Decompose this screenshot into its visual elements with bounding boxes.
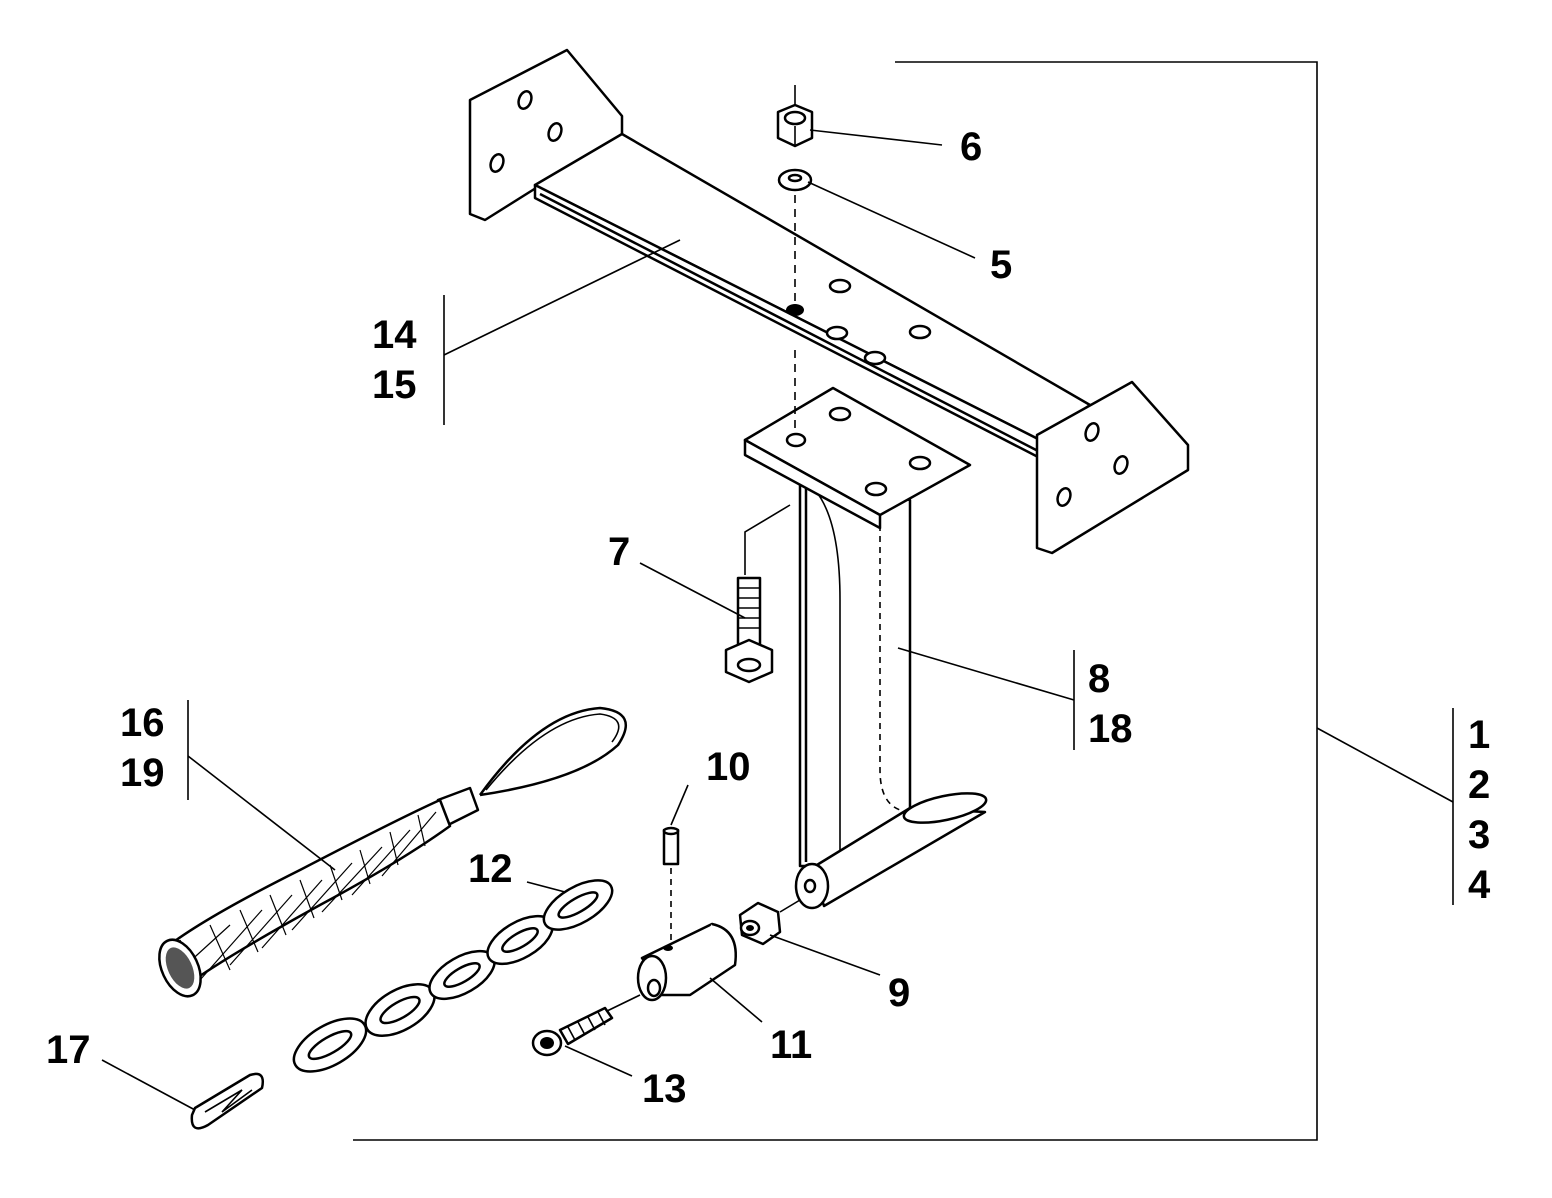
callout-13: 13 xyxy=(642,1067,687,1111)
callout-11: 11 xyxy=(770,1023,812,1067)
callout-1: 1 xyxy=(1468,713,1490,757)
callout-17: 17 xyxy=(46,1028,91,1072)
callout-16: 16 xyxy=(120,701,165,745)
callout-8: 8 xyxy=(1088,657,1110,701)
leader-lines xyxy=(101,129,1454,1111)
cross-beam xyxy=(468,48,1190,555)
callout-5: 5 xyxy=(990,243,1012,287)
callout-12: 12 xyxy=(468,847,513,891)
callout-9: 9 xyxy=(888,971,910,1015)
s-clip xyxy=(190,1072,264,1130)
callout-4: 4 xyxy=(1468,863,1491,907)
callout-2: 2 xyxy=(1468,763,1490,807)
pin xyxy=(662,826,680,948)
chain xyxy=(292,879,614,1073)
callout-19: 19 xyxy=(120,751,165,795)
callout-10: 10 xyxy=(706,745,751,789)
stand-post xyxy=(743,386,988,910)
callouts: 1 2 3 4 5 6 7 8 9 10 11 12 13 14 15 16 1… xyxy=(46,125,1491,1111)
bolt xyxy=(724,504,791,684)
lock-nut xyxy=(738,899,801,946)
callout-15: 15 xyxy=(372,363,417,407)
sleeve xyxy=(636,922,737,1002)
callout-3: 3 xyxy=(1468,813,1490,857)
assembly-frame xyxy=(353,61,1318,1141)
cable-grip xyxy=(158,706,628,998)
callout-18: 18 xyxy=(1088,707,1133,751)
callout-7: 7 xyxy=(608,530,630,574)
screw xyxy=(531,994,641,1057)
nut-top xyxy=(776,85,814,148)
callout-14: 14 xyxy=(372,313,417,357)
callout-6: 6 xyxy=(960,125,982,169)
washer xyxy=(777,168,813,192)
